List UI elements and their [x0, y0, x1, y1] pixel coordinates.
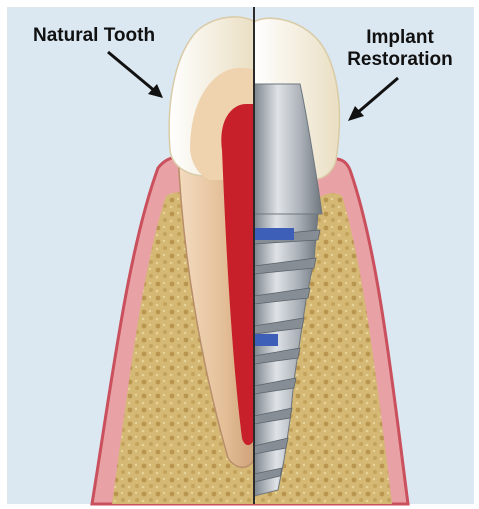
implant-seal-lower	[254, 334, 278, 346]
implant-label-line2: Restoration	[330, 49, 470, 71]
implant-label-line1: Implant	[330, 27, 470, 49]
natural-tooth-label: Natural Tooth	[33, 25, 155, 47]
implant-restoration-label: Implant Restoration	[330, 27, 470, 71]
implant-seal-upper	[254, 228, 294, 240]
